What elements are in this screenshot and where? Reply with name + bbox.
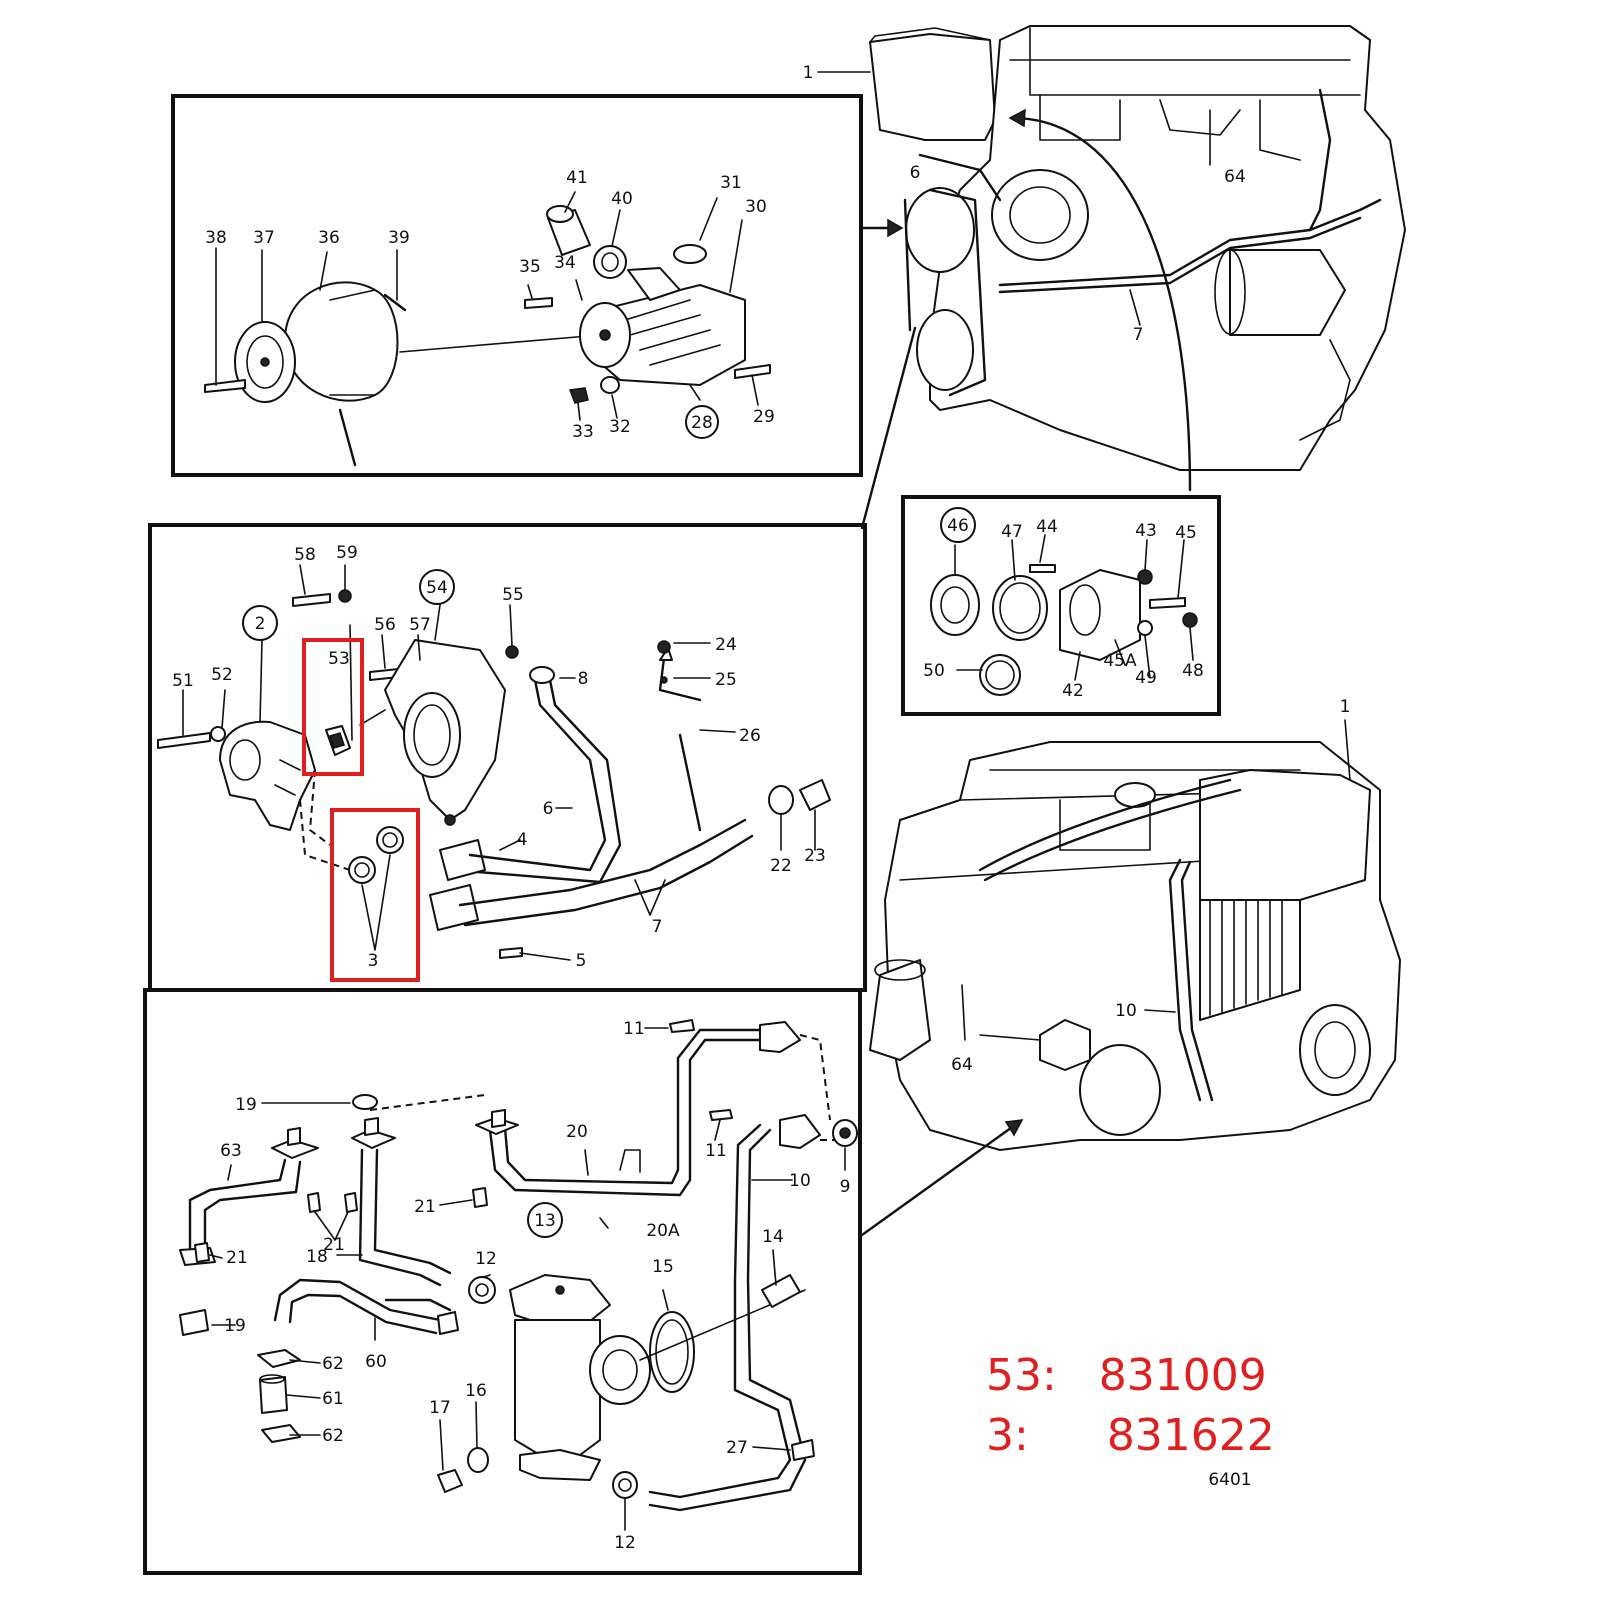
- callout-20A: 20A: [646, 1221, 680, 1241]
- callout-16: 16: [465, 1381, 487, 1401]
- engine-side-view: [860, 719, 1401, 1237]
- part-no-53: 831009: [1098, 1350, 1267, 1401]
- callout-4: 4: [517, 830, 528, 850]
- drawing-number: 6401: [1208, 1470, 1251, 1490]
- callout-38: 38: [205, 228, 227, 248]
- callout-62-b: 62: [322, 1426, 344, 1446]
- callout-59: 59: [336, 543, 358, 563]
- callout-41: 41: [566, 168, 588, 188]
- callout-23: 23: [804, 846, 826, 866]
- part-ref-53: 53:: [985, 1350, 1057, 1401]
- oil-cooler-frame: [143, 988, 862, 1575]
- callout-45A: 45A: [1103, 651, 1137, 671]
- callout-61: 61: [322, 1389, 344, 1409]
- callout-24: 24: [715, 635, 737, 655]
- callout-60: 60: [365, 1352, 387, 1372]
- callout-21-c: 21: [226, 1248, 248, 1268]
- callout-51: 51: [172, 671, 194, 691]
- callout-10-low: 10: [789, 1171, 811, 1191]
- callout-30: 30: [745, 197, 767, 217]
- callout-7-top: 7: [1133, 325, 1144, 345]
- highlight-box-3: [330, 808, 420, 982]
- callout-27: 27: [726, 1438, 748, 1458]
- callout-2: 2: [255, 614, 266, 634]
- callout-19-b: 19: [224, 1316, 246, 1336]
- callout-53: 53: [328, 649, 350, 669]
- part-ref-3: 3:: [985, 1410, 1029, 1461]
- callout-21-a: 21: [414, 1197, 436, 1217]
- callout-8: 8: [578, 669, 589, 689]
- callout-44: 44: [1036, 517, 1058, 537]
- callout-63: 63: [220, 1141, 242, 1161]
- callout-64-top: 64: [1224, 167, 1246, 187]
- callout-14: 14: [762, 1227, 784, 1247]
- callout-40: 40: [611, 189, 633, 209]
- callout-9: 9: [840, 1177, 851, 1197]
- callout-54: 54: [426, 578, 448, 598]
- part-number-3: 3: 831622: [958, 1370, 1275, 1458]
- callout-labels: 1 6 64 7 41 40 31 30 38 37 36 39 35 34 3…: [172, 63, 1350, 1553]
- hoses-housing-frame: [148, 326, 917, 992]
- callout-47: 47: [1001, 522, 1023, 542]
- callout-20: 20: [566, 1122, 588, 1142]
- part-no-3: 831622: [1106, 1410, 1275, 1461]
- callout-1-top: 1: [803, 63, 814, 83]
- callout-31: 31: [720, 173, 742, 193]
- callout-17: 17: [429, 1398, 451, 1418]
- callout-48: 48: [1182, 661, 1204, 681]
- callout-56: 56: [374, 615, 396, 635]
- callout-15: 15: [652, 1257, 674, 1277]
- callout-46: 46: [947, 516, 969, 536]
- callout-29: 29: [753, 407, 775, 427]
- callout-35: 35: [519, 257, 541, 277]
- callout-50: 50: [923, 661, 945, 681]
- callout-1-bot: 1: [1340, 697, 1351, 717]
- callout-12-b: 12: [614, 1533, 636, 1553]
- callout-13: 13: [534, 1211, 556, 1231]
- thermostat-frame: [901, 495, 1221, 716]
- callout-37: 37: [253, 228, 275, 248]
- part-number-53: 53: 831009: [958, 1310, 1267, 1398]
- callout-3: 3: [368, 951, 379, 971]
- callout-11-b: 11: [705, 1141, 727, 1161]
- callout-12-a: 12: [475, 1249, 497, 1269]
- callout-26: 26: [739, 726, 761, 746]
- callout-45: 45: [1175, 523, 1197, 543]
- callout-32: 32: [609, 417, 631, 437]
- callout-42: 42: [1062, 681, 1084, 701]
- callout-6-mid: 6: [543, 799, 554, 819]
- callout-6-top: 6: [910, 163, 921, 183]
- highlight-box-53: [302, 638, 364, 776]
- callout-28: 28: [691, 413, 713, 433]
- callout-43: 43: [1135, 521, 1157, 541]
- callout-18: 18: [306, 1247, 328, 1267]
- water-pump-frame: [171, 94, 904, 477]
- callout-21-b: 21: [323, 1235, 345, 1255]
- callout-57: 57: [409, 615, 431, 635]
- callout-55: 55: [502, 585, 524, 605]
- callout-34: 34: [554, 253, 576, 273]
- callout-5: 5: [576, 951, 587, 971]
- callout-19-a: 19: [235, 1095, 257, 1115]
- callout-52: 52: [211, 665, 233, 685]
- callout-39: 39: [388, 228, 410, 248]
- callout-10-eng: 10: [1115, 1001, 1137, 1021]
- callout-36: 36: [318, 228, 340, 248]
- callout-7-mid: 7: [652, 917, 663, 937]
- callout-22: 22: [770, 856, 792, 876]
- callout-25: 25: [715, 670, 737, 690]
- callout-62-a: 62: [322, 1354, 344, 1374]
- callout-58: 58: [294, 545, 316, 565]
- callout-11-a: 11: [623, 1019, 645, 1039]
- callout-49: 49: [1135, 668, 1157, 688]
- callout-64-bot: 64: [951, 1055, 973, 1075]
- engine-top-view: [817, 25, 1406, 492]
- callout-33: 33: [572, 422, 594, 442]
